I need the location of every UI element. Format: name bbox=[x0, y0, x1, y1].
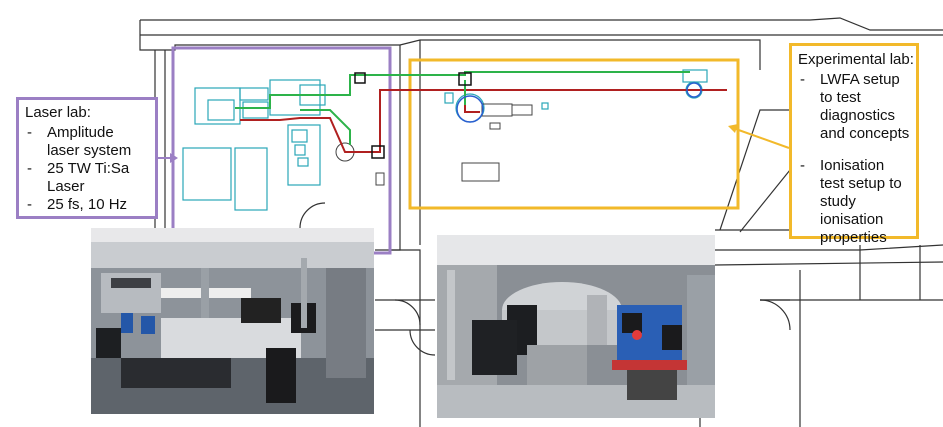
laser-lab-title: Laser lab: bbox=[25, 104, 91, 121]
callout-arrows bbox=[158, 124, 790, 163]
laser-lab-frame bbox=[171, 46, 392, 255]
laser-lab-item: 25 TW Ti:Sa Laser bbox=[25, 160, 149, 196]
laser-lab-list: Amplitude laser system 25 TW Ti:Sa Laser… bbox=[25, 124, 149, 214]
beam-paths bbox=[235, 71, 727, 153]
experimental-lab-list: LWFA setup to test diagnostics and conce… bbox=[798, 71, 910, 247]
laser-lab-item: Amplitude laser system bbox=[25, 124, 149, 160]
laser-lab-callout: Laser lab: Amplitude laser system 25 TW … bbox=[16, 97, 158, 219]
experimental-lab-title: Experimental lab: bbox=[798, 51, 914, 68]
experimental-lab-frame bbox=[408, 58, 740, 210]
equipment-layout bbox=[182, 69, 708, 211]
experimental-lab-item: LWFA setup to test diagnostics and conce… bbox=[798, 71, 910, 143]
experimental-lab-photo bbox=[437, 235, 715, 418]
experimental-lab-callout: Experimental lab: LWFA setup to test dia… bbox=[789, 43, 919, 246]
laser-lab-item: 25 fs, 10 Hz bbox=[25, 196, 149, 214]
laser-lab-photo bbox=[91, 228, 374, 414]
experimental-lab-item: Ionisation test setup to study ionisatio… bbox=[798, 157, 910, 247]
